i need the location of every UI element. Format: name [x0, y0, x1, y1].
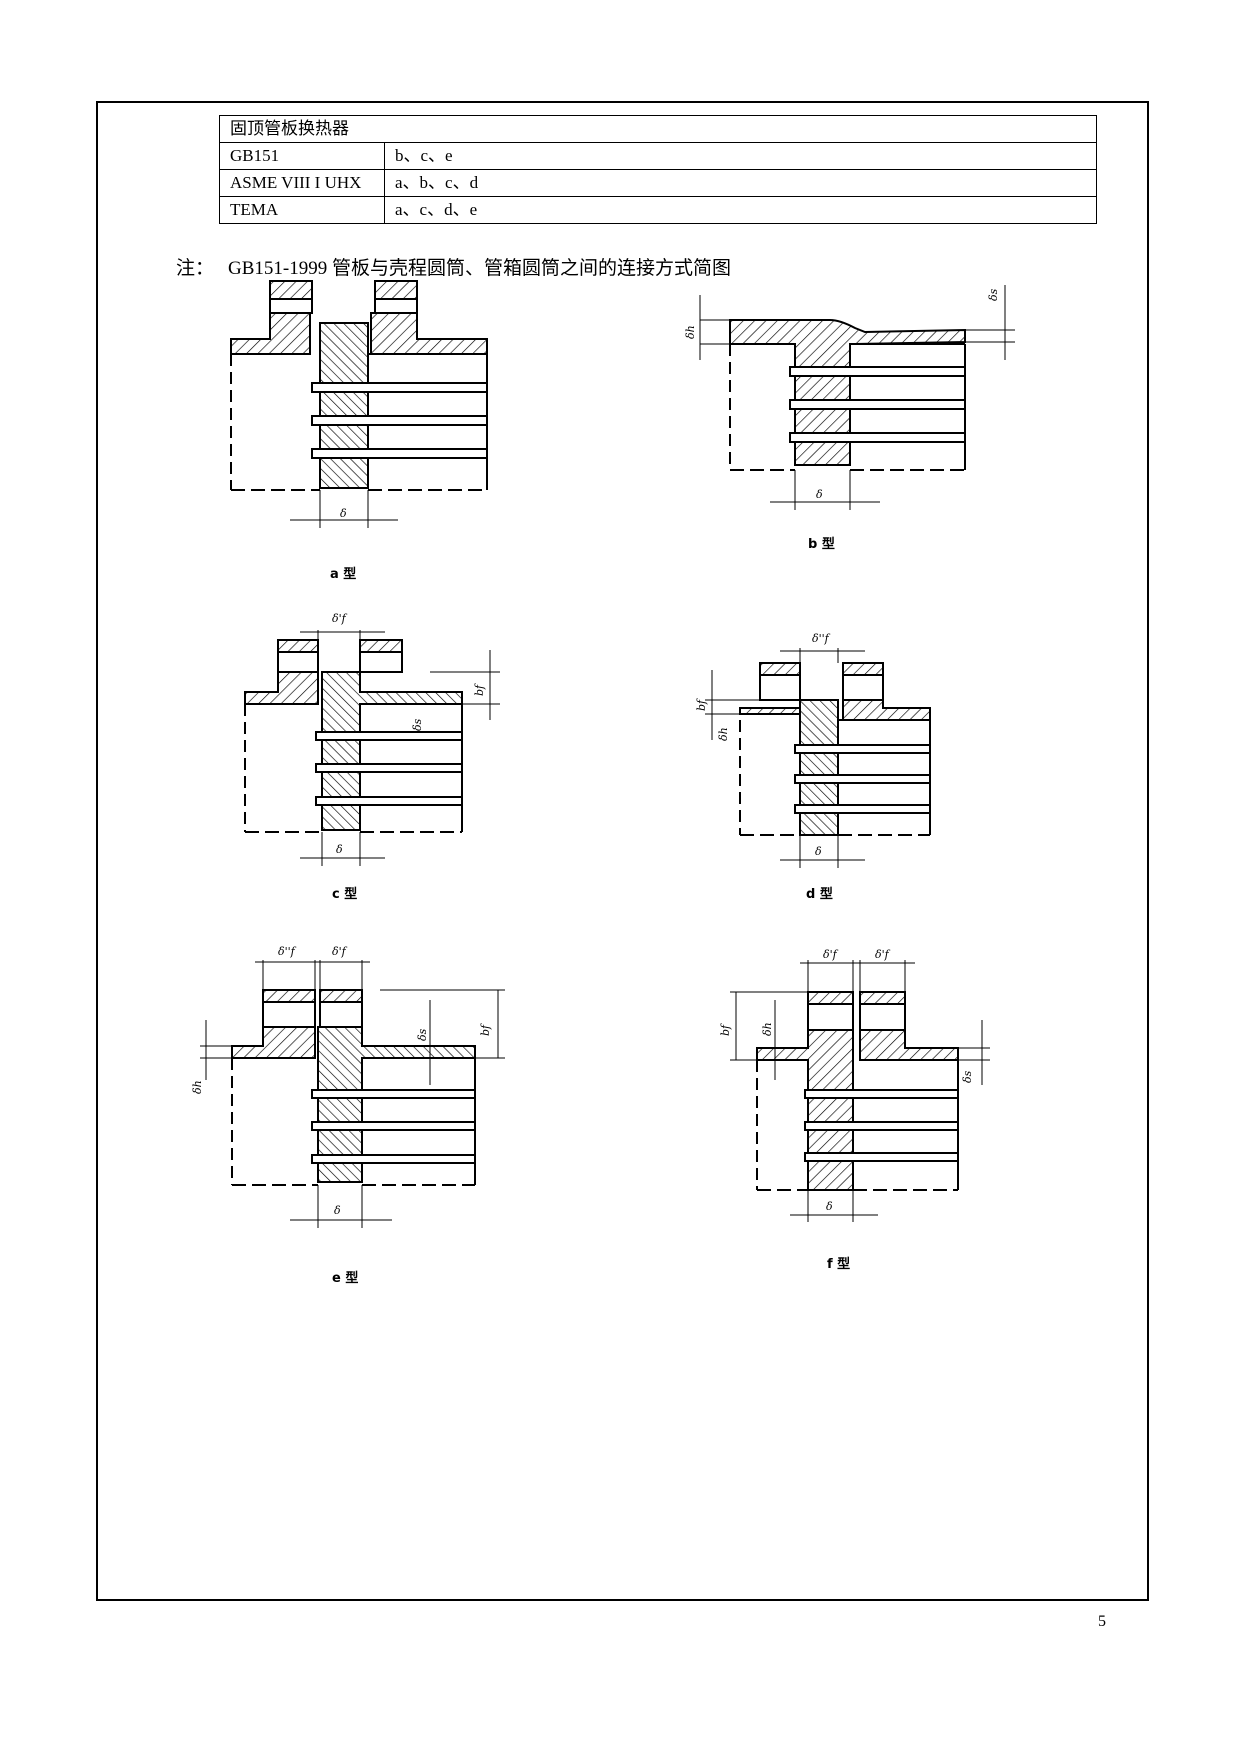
width-symbol-c: bf [473, 683, 486, 696]
caption-type-d: d 型 [806, 886, 833, 902]
diagram-type-f [730, 960, 990, 1222]
note-text: GB151-1999 管板与壳程圆筒、管箱圆筒之间的连接方式简图 [228, 258, 731, 279]
thickness-symbol-e: δ [334, 1204, 341, 1217]
thickness-symbol-d: δ [815, 845, 822, 858]
diagram-type-d [705, 648, 931, 868]
shell-symbol-f: δs [961, 1070, 974, 1083]
thickness-symbol-a: δ [340, 507, 347, 520]
shell-symbol-b: δs [987, 288, 1000, 301]
caption-type-c: c 型 [332, 886, 357, 902]
flange-symbol-e1: δ''f [278, 945, 297, 958]
head-symbol-d: δh [717, 727, 730, 741]
caption-type-e: e 型 [332, 1270, 358, 1286]
flange-symbol-f2: δ'f [875, 948, 891, 961]
table-row: GB151 b、c、e [219, 142, 1097, 170]
table-row: TEMA a、c、d、e [219, 196, 1097, 224]
note-label: 注： [176, 258, 215, 279]
shell-symbol-c: δs [411, 718, 424, 731]
shell-symbol-e: δs [416, 1028, 429, 1041]
figure-note: 注： GB151-1999 管板与壳程圆筒、管箱圆筒之间的连接方式简图 [176, 253, 731, 280]
width-symbol-f: bf [719, 1023, 732, 1036]
head-symbol-e: δh [191, 1080, 204, 1094]
width-symbol-e: bf [479, 1023, 492, 1036]
table-cell-code: GB151 [219, 142, 385, 170]
diagram-type-c [244, 630, 500, 866]
flange-symbol-c: δ'f [332, 612, 348, 625]
table-cell-types: a、c、d、e [384, 196, 1097, 224]
width-symbol-d: bf [695, 698, 708, 711]
caption-type-a: a 型 [330, 566, 356, 582]
head-symbol-b: δh [684, 325, 697, 339]
page-number: 5 [1098, 1613, 1106, 1630]
diagram-type-b [699, 285, 1015, 510]
flange-symbol-d: δ''f [812, 632, 831, 645]
page-frame: 固顶管板换热器 GB151 b、c、e ASME VIII I UHX a、b、… [96, 101, 1149, 1601]
flange-symbol-f1: δ'f [823, 948, 839, 961]
caption-type-b: b 型 [808, 536, 835, 552]
diagram-type-e [200, 960, 505, 1228]
head-symbol-f: δh [761, 1022, 774, 1036]
flange-symbol-e2: δ'f [332, 945, 348, 958]
table-cell-types: b、c、e [384, 142, 1097, 170]
thickness-symbol-b: δ [816, 488, 823, 501]
diagram-type-a [230, 280, 488, 528]
caption-type-f: f 型 [827, 1256, 850, 1272]
thickness-symbol-c: δ [336, 843, 343, 856]
thickness-symbol-f: δ [826, 1200, 833, 1213]
exchanger-table: 固顶管板换热器 GB151 b、c、e ASME VIII I UHX a、b、… [219, 115, 1097, 224]
table-cell-code: TEMA [219, 196, 385, 224]
